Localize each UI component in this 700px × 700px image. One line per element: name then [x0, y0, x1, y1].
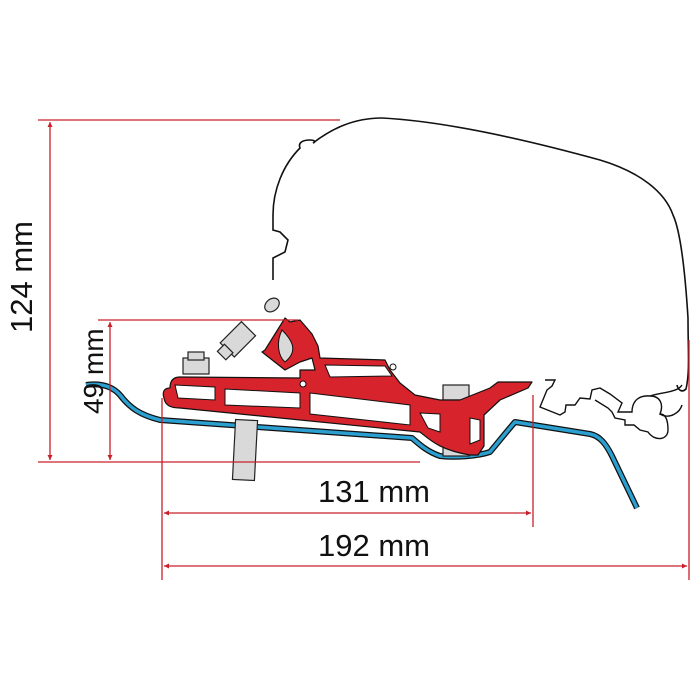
dimension-label-131mm: 131 mm	[318, 474, 430, 509]
mounting-bracket	[162, 317, 533, 456]
dimension-lines	[38, 119, 690, 580]
dimension-label-49mm: 49 mm	[78, 328, 109, 414]
dimension-label-192mm: 192 mm	[318, 528, 430, 563]
dimension-label-124mm: 124 mm	[4, 221, 39, 333]
awning-cassette	[272, 117, 690, 440]
vehicle-roof-profile	[85, 381, 640, 510]
